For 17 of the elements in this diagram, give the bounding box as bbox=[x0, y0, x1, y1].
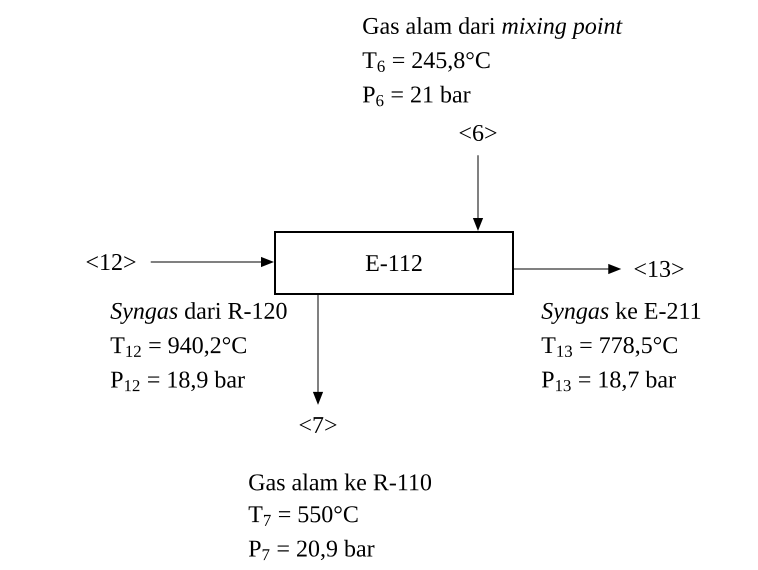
stream-data: Syngas dari R-120 bbox=[110, 302, 287, 324]
stream-number: <13> bbox=[634, 260, 684, 278]
stream-data: Gas alam ke R-110 bbox=[249, 474, 432, 490]
stream-data: Gas alam dari mixing point bbox=[363, 17, 623, 39]
exchanger-box: E-112 bbox=[274, 231, 514, 295]
stream-data: P$_{7}$ = 20,9 bar bbox=[248, 540, 374, 560]
stream-data: T$_{6}$ = 245,8°C bbox=[362, 52, 490, 72]
stream-data: P$_{12}$ = 18,9 bar bbox=[110, 370, 245, 392]
stream-data: Syngas ke E-211 bbox=[541, 302, 700, 324]
stream-data: T$_{13}$ = 778,5°C bbox=[542, 337, 677, 357]
stream-number: <6> bbox=[460, 124, 496, 142]
stream-data: P$_{13}$ = 18,7 bar bbox=[542, 370, 676, 392]
stream-data: P$_{6}$ = 21 bar bbox=[362, 86, 470, 106]
stream-data: T$_{12}$ = 940,2°C bbox=[110, 337, 246, 357]
stream-number: <7> bbox=[300, 417, 336, 433]
stream-number: <12> bbox=[86, 254, 136, 270]
stream-data: T$_{7}$ = 550°C bbox=[248, 506, 358, 526]
